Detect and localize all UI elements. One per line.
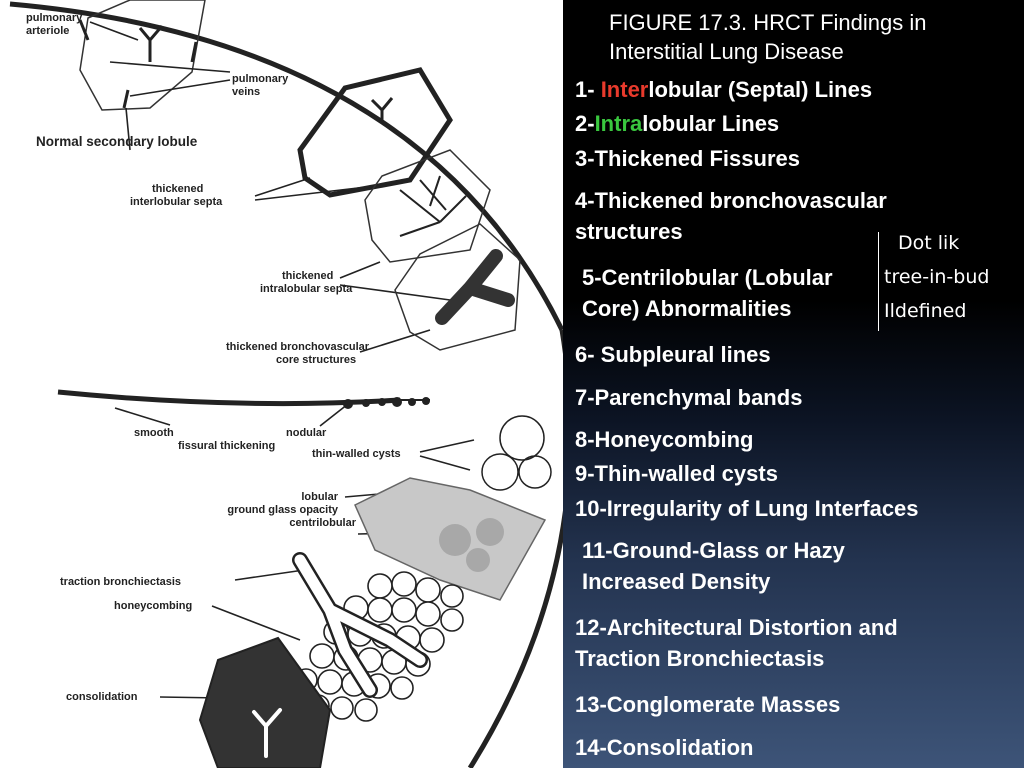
figure-title-line: Interstitial Lung Disease: [609, 39, 844, 64]
lbl-line: pulmonary: [232, 73, 289, 85]
lbl-line: smooth: [134, 427, 174, 439]
finding-2-highlight: Intra: [594, 111, 643, 136]
finding-10: 10-Irregularity of Lung Interfaces: [575, 496, 919, 521]
label-normal-secondary-lobule: Normal secondary lobule: [36, 134, 198, 149]
lbl-line: lobular: [301, 491, 338, 503]
cysts: [481, 415, 552, 491]
finding-11-line: 11-Ground-Glass or Hazy: [582, 538, 845, 563]
finding-5-line: 5-Centrilobular (Lobular: [582, 265, 833, 290]
lbl-line: arteriole: [26, 25, 70, 37]
findings-panel: FIGURE 17.3. HRCT Findings in Interstiti…: [563, 0, 1024, 768]
lbl-line: interlobular septa: [130, 196, 223, 208]
fissure-line: [57, 389, 401, 407]
label-thin-walled-cysts: thin-walled cysts: [312, 448, 401, 460]
label-honeycombing: honeycombing: [114, 600, 193, 612]
bronchovascular-lobule: [394, 223, 521, 351]
figure-title: FIGURE 17.3. HRCT Findings in Interstiti…: [609, 8, 1009, 66]
finding-2-rest: lobular Lines: [642, 111, 780, 136]
lbl-line: thickened bronchovascular: [226, 341, 370, 353]
finding-7: 7-Parenchymal bands: [575, 385, 803, 410]
centrilobular-bracket: [878, 232, 879, 331]
finding-13: 13-Conglomerate Masses: [575, 692, 841, 717]
thickened-septa-lobule: [297, 67, 453, 198]
label-consolidation: consolidation: [66, 691, 138, 703]
finding-1: 1- Interlobular (Septal) Lines: [575, 74, 872, 105]
finding-12-line: Traction Bronchiectasis: [575, 646, 825, 671]
lbl-line: ground glass opacity: [227, 504, 338, 516]
note-ill-defined: Ildefined: [884, 300, 967, 322]
lbl-line: centrilobular: [289, 517, 356, 529]
lbl-line: fissural thickening: [178, 440, 276, 452]
finding-12-line: 12-Architectural Distortion and: [575, 615, 898, 640]
lbl-line: thickened: [282, 270, 334, 282]
consolidation-block: [198, 636, 332, 768]
finding-2: 2-Intralobular Lines: [575, 108, 779, 139]
label-traction-bronchiectasis: traction bronchiectasis: [60, 576, 182, 588]
finding-4-line: structures: [575, 219, 683, 244]
nodules: [343, 397, 430, 409]
lbl-line: thickened: [152, 183, 204, 195]
finding-6: 6- Subpleural lines: [575, 342, 771, 367]
finding-11: 11-Ground-Glass or Hazy Increased Densit…: [582, 535, 845, 597]
finding-1-rest: lobular (Septal) Lines: [648, 77, 873, 102]
lbl-line: core structures: [276, 354, 357, 366]
diagram-drawing: [9, 0, 563, 768]
intralobular-lobule: [364, 149, 491, 263]
finding-14: 14-Consolidation: [575, 735, 754, 760]
vein-marks: [78, 19, 198, 109]
note-dot-like: Dot lik: [898, 232, 960, 254]
finding-4-line: 4-Thickened bronchovascular: [575, 188, 887, 213]
finding-2-prefix: 2-: [575, 111, 595, 136]
finding-11-line: Increased Density: [582, 569, 771, 594]
figure-title-line: FIGURE 17.3. HRCT Findings in: [609, 10, 927, 35]
pleural-arc-top: [9, 1, 563, 332]
finding-1-prefix: 1-: [575, 77, 601, 102]
finding-3: 3-Thickened Fissures: [575, 146, 800, 171]
lbl-line: pulmonary: [26, 12, 83, 24]
note-tree-in-bud: tree-in-bud: [884, 266, 990, 288]
finding-9: 9-Thin-walled cysts: [575, 461, 778, 486]
label-smooth-fissural: smooth fissural thickening: [134, 427, 275, 453]
finding-8: 8-Honeycombing: [575, 427, 754, 452]
arteriole-shape: [138, 25, 164, 62]
pleural-arc-bottom: [467, 329, 563, 768]
label-nodular: nodular: [286, 427, 327, 439]
lbl-line: veins: [232, 86, 261, 98]
lbl-line: intralobular septa: [260, 283, 353, 295]
finding-5: 5-Centrilobular (Lobular Core) Abnormali…: [582, 262, 833, 324]
finding-1-highlight: Inter: [600, 77, 649, 102]
finding-12: 12-Architectural Distortion and Traction…: [575, 612, 898, 674]
finding-4: 4-Thickened bronchovascular structures: [575, 185, 887, 247]
finding-5-line: Core) Abnormalities: [582, 296, 792, 321]
